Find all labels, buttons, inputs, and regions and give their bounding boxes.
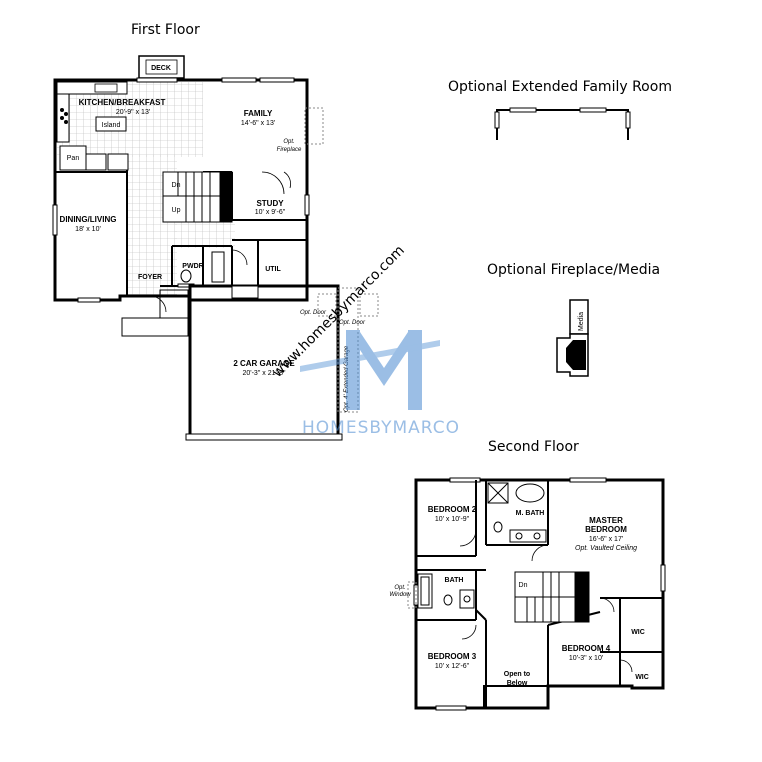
stair-dn-label: Dn: [172, 182, 181, 189]
dining-size: 18' x 10': [75, 226, 101, 233]
master-opt-vaulted: Opt. Vaulted Ceiling: [575, 545, 637, 552]
study-size: 10' x 9'-6": [255, 209, 286, 216]
mbath-label: M. BATH: [516, 510, 545, 517]
opt-window-label: Window: [389, 592, 411, 598]
wic-label-2: WIC: [635, 674, 649, 681]
pan-label: Pan: [67, 155, 80, 162]
open-below-label-2: Below: [507, 680, 528, 687]
watermark-logo: [300, 330, 440, 410]
second-floor-title: Second Floor: [488, 439, 579, 455]
opt-door-left: Opt. Door: [300, 310, 327, 316]
stair-up-label: Up: [172, 207, 181, 214]
dining-label: DINING/LIVING: [60, 215, 117, 224]
opt-fireplace-opt: Opt.: [283, 139, 294, 145]
second-floor-plan: BEDROOM 2 10' x 10'-9" M. BATH MASTER BE…: [389, 477, 666, 711]
fireplace-media-title: Optional Fireplace/Media: [487, 262, 661, 278]
bedroom3-label: BEDROOM 3: [428, 652, 477, 661]
bedroom4-label: BEDROOM 4: [562, 644, 611, 653]
opt-fireplace-media-plan: Media: [556, 299, 589, 377]
garage-label: 2 CAR GARAGE: [233, 359, 295, 368]
bedroom2-size: 10' x 10'-9": [435, 516, 470, 523]
bath-label: BATH: [445, 577, 464, 584]
bedroom4-size: 10'-3" x 10': [569, 655, 603, 662]
first-floor-title: First Floor: [131, 22, 200, 38]
bedroom2-label: BEDROOM 2: [428, 505, 477, 514]
master-label-1: MASTER: [589, 516, 623, 525]
garage-size: 20'-3" x 21'-8": [242, 370, 286, 377]
first-floor-plan: DECK KITCHEN/BREAKFAST 20'-9" x 13' Isla…: [52, 55, 379, 441]
master-label-2: BEDROOM: [585, 525, 627, 534]
kitchen-size: 20'-9" x 13': [116, 109, 150, 116]
second-floor-stairs: [514, 571, 590, 623]
front-porch: [121, 317, 189, 337]
pwdr-label: PWDR: [182, 263, 203, 270]
wic-label-1: WIC: [631, 629, 645, 636]
extended-family-title: Optional Extended Family Room: [448, 79, 672, 95]
first-floor-stairs: [162, 171, 233, 223]
util-label: UTIL: [265, 266, 281, 273]
opt-fireplace-outline: [304, 107, 324, 145]
family-size: 14'-6" x 13': [241, 120, 275, 127]
opt-window-opt: Opt.: [394, 585, 405, 591]
master-size: 16'-6" x 17': [589, 536, 623, 543]
foyer-label: FOYER: [138, 274, 162, 281]
opt-fireplace-label: Fireplace: [277, 147, 302, 153]
bedroom3-size: 10' x 12'-6": [435, 663, 470, 670]
study-label: STUDY: [256, 199, 284, 208]
opt-extended-family-plan: [494, 107, 631, 140]
stair-dn-label-2: Dn: [519, 582, 528, 589]
media-label: Media: [578, 312, 585, 331]
kitchen-label: KITCHEN/BREAKFAST: [79, 98, 166, 107]
island-label: Island: [102, 122, 121, 129]
watermark: HOMESBYMARCO: [300, 330, 460, 438]
opt-window-outline: [407, 581, 417, 609]
opt-door-right: Opt. Door: [339, 320, 366, 326]
open-below-label-1: Open to: [504, 671, 530, 678]
watermark-brand: HOMESBYMARCO: [302, 418, 460, 438]
family-label: FAMILY: [244, 109, 273, 118]
deck-label: DECK: [151, 65, 171, 72]
